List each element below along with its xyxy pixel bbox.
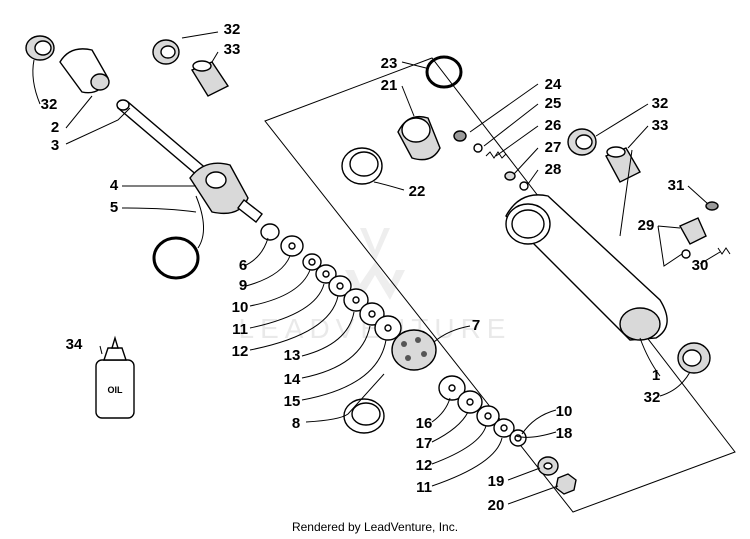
callout-33-right: 33: [652, 117, 669, 134]
callout-19: 19: [488, 473, 505, 490]
callout-12: 12: [232, 343, 249, 360]
leader-lines: [32, 31, 721, 505]
callout-1: 1: [652, 367, 660, 384]
callout-10-lower: 10: [556, 403, 573, 420]
callout-2: 2: [51, 119, 59, 136]
valve-27: [504, 171, 516, 181]
callout-5: 5: [110, 199, 118, 216]
oring-23: [425, 55, 463, 89]
callout-numbers: 32 33 32 2 3 4 5 6 9 10 11 12 13 14 15 8…: [41, 21, 709, 514]
callout-12-lower: 12: [416, 457, 433, 474]
callout-27: 27: [545, 139, 562, 156]
callout-11-lower: 11: [416, 479, 432, 496]
callout-32-left: 32: [41, 96, 58, 113]
footer-credit: Rendered by LeadVenture, Inc.: [291, 520, 459, 534]
nut-20: [555, 473, 577, 495]
piston-7: [391, 329, 437, 371]
callout-23: 23: [381, 55, 398, 72]
sleeve-33-top: [190, 60, 230, 97]
shim-13: [343, 288, 369, 312]
cap-21: [397, 115, 441, 161]
callout-8: 8: [292, 415, 300, 432]
callout-17: 17: [416, 435, 433, 452]
bottle-label: OIL: [108, 385, 124, 395]
ring-22: [341, 147, 383, 185]
callout-22: 22: [409, 183, 426, 200]
callout-7: 7: [472, 317, 480, 334]
piston-ring-8: [343, 398, 385, 434]
shim-12-lower: [476, 405, 500, 427]
callout-33-top: 33: [224, 41, 241, 58]
shim-16: [438, 375, 466, 401]
washer-19: [537, 456, 559, 476]
callout-30: 30: [692, 257, 709, 274]
shim-12: [328, 275, 352, 297]
shim-10: [302, 253, 322, 271]
exploded-view-frame: [264, 57, 736, 513]
callout-14: 14: [284, 371, 301, 388]
callout-6: 6: [239, 257, 247, 274]
bushing-32-left: [25, 35, 55, 61]
callout-20: 20: [488, 497, 505, 514]
callout-25: 25: [545, 95, 562, 112]
ball-25: [473, 143, 483, 153]
callout-10: 10: [232, 299, 249, 316]
callout-18: 18: [556, 425, 573, 442]
washer-6: [260, 223, 280, 241]
eyelet-2: [59, 48, 110, 94]
oil-bottle-34: OIL: [95, 335, 135, 419]
callout-21: 21: [381, 77, 398, 94]
screw-24: [453, 130, 467, 142]
callout-32-top: 32: [224, 21, 241, 38]
callout-32-right: 32: [652, 95, 669, 112]
seal-28: [519, 181, 529, 191]
bushing-32-right: [567, 128, 597, 156]
callout-3: 3: [51, 137, 59, 154]
callout-26: 26: [545, 117, 562, 134]
screw-31: [705, 201, 719, 211]
oring-5: [152, 236, 200, 280]
callout-24: 24: [545, 76, 562, 93]
shim-15: [374, 315, 402, 341]
seal-head-4: [189, 162, 263, 223]
callout-34: 34: [66, 336, 83, 353]
washer-9: [280, 235, 304, 257]
shim-11: [315, 264, 337, 284]
callout-9: 9: [239, 277, 247, 294]
callout-28: 28: [545, 161, 562, 178]
callout-13: 13: [284, 347, 301, 364]
spring-26: [485, 151, 507, 159]
shock-body-1: [505, 194, 668, 341]
callout-4: 4: [110, 177, 119, 194]
callout-15: 15: [284, 393, 301, 410]
callout-11: 11: [232, 321, 248, 338]
bushing-32-bottom: [677, 342, 711, 374]
sleeve-33-right: [605, 146, 641, 183]
callout-32-bottom: 32: [644, 389, 661, 406]
air-valve-29: [679, 217, 707, 259]
valve-core-30: [717, 247, 731, 255]
shim-17: [457, 390, 483, 414]
callout-29: 29: [638, 217, 655, 234]
callout-31: 31: [668, 177, 685, 194]
bushing-32-top: [152, 39, 180, 65]
callout-16: 16: [416, 415, 433, 432]
shim-11-lower: [493, 418, 515, 438]
